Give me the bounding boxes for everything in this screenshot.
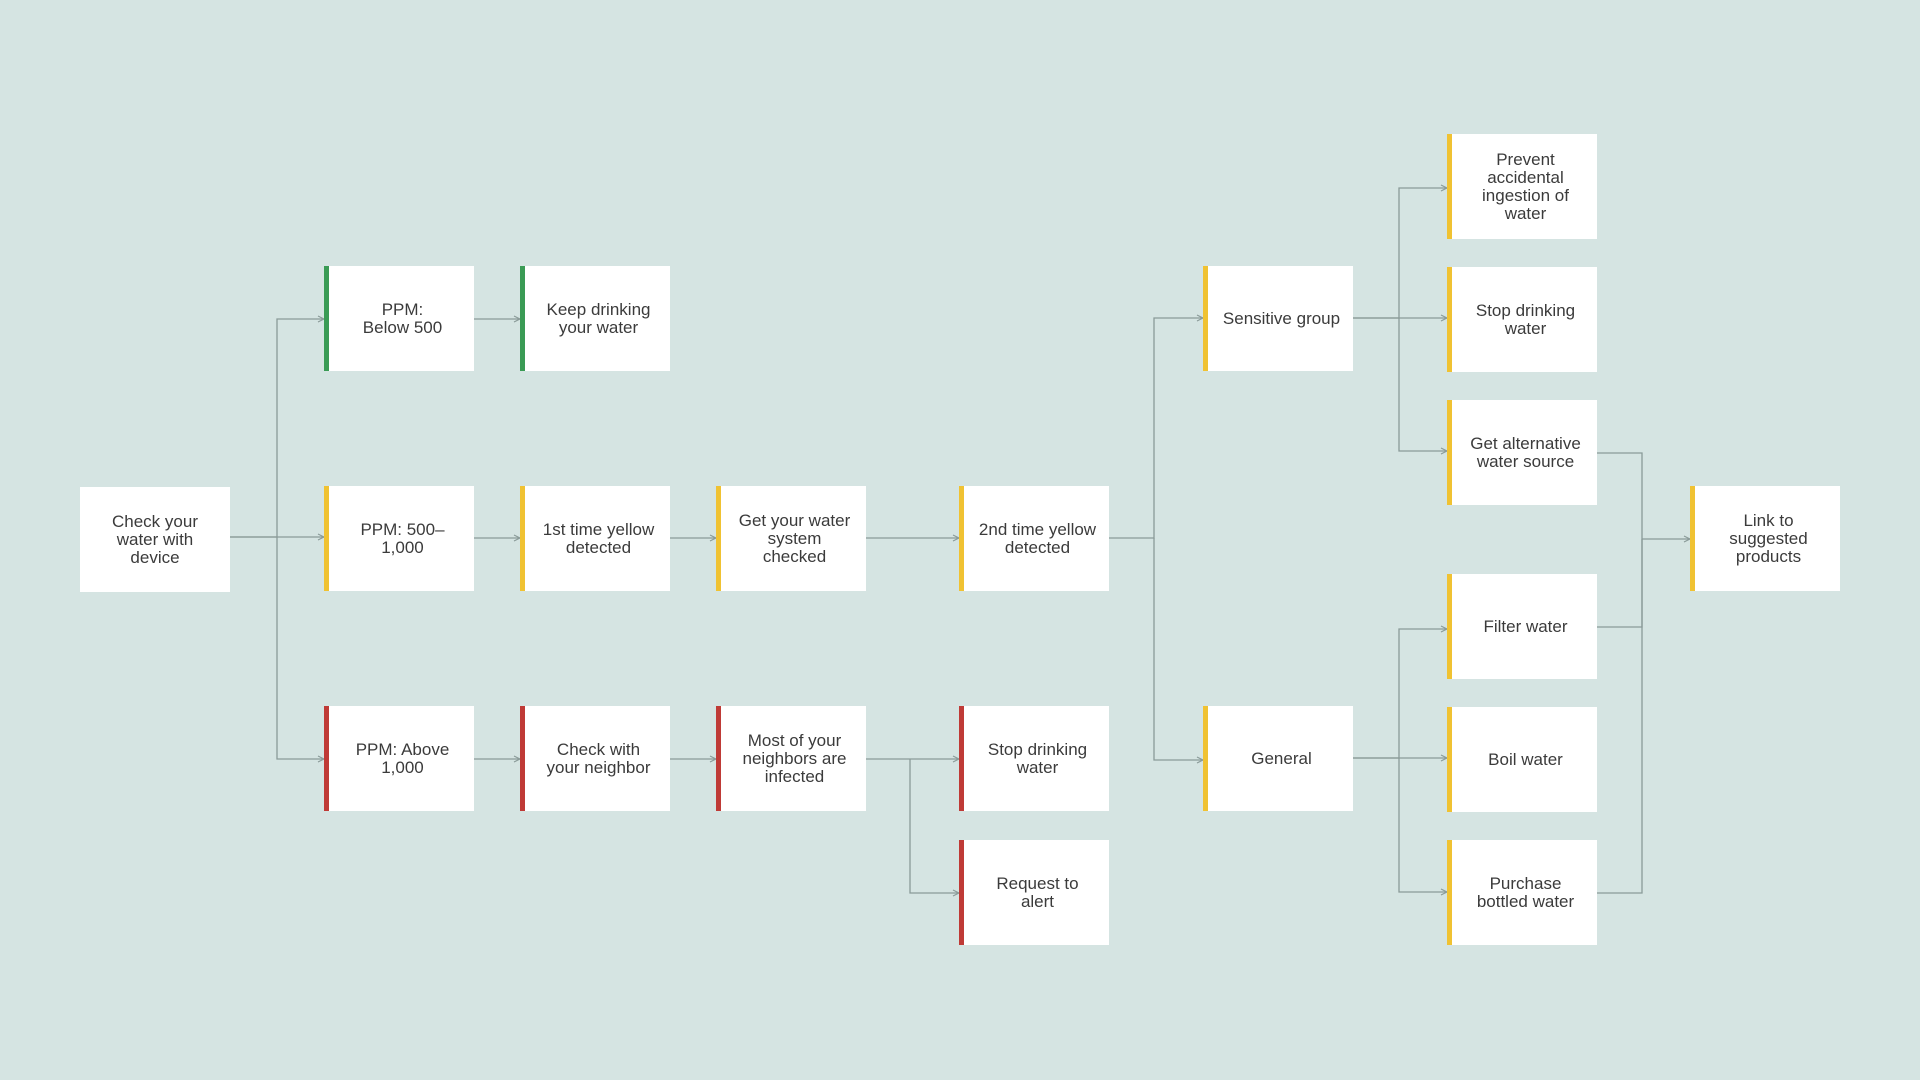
node-label: Check with your neighbor <box>546 739 651 777</box>
node-label: Stop drinking water <box>1475 300 1576 338</box>
node-label: Filter water <box>1483 616 1568 636</box>
node-ppm-above-1000: PPM: Above 1,000 <box>324 706 474 811</box>
node-label: Keep drinking your water <box>546 299 651 337</box>
node-label: PPM: 500–1,000 <box>360 519 445 557</box>
edge-second-to-general <box>1153 538 1203 760</box>
node-ppm-500-1000: PPM: 500–1,000 <box>324 486 474 591</box>
edge-alternative-to-products <box>1597 452 1643 539</box>
edge-bottled-to-products <box>1597 539 1643 894</box>
edge-general-to-bottled <box>1398 758 1447 892</box>
edge-check-to-above1000 <box>276 537 324 759</box>
node-second-yellow: 2nd time yellow detected <box>959 486 1109 591</box>
node-label: Purchase bottled water <box>1476 873 1575 911</box>
edge-sensitive-to-prevent <box>1353 188 1447 319</box>
edge-infected-to-alert <box>909 759 959 893</box>
node-neighbors-infected: Most of your neighbors are infected <box>716 706 866 811</box>
node-stop-drinking-yellow: Stop drinking water <box>1447 267 1597 372</box>
edge-sensitive-to-alternative <box>1398 318 1447 451</box>
edge-check-to-below500 <box>229 319 324 538</box>
node-first-yellow: 1st time yellow detected <box>520 486 670 591</box>
node-label: Sensitive group <box>1222 308 1341 328</box>
node-check-neighbor: Check with your neighbor <box>520 706 670 811</box>
node-boil-water: Boil water <box>1447 707 1597 812</box>
node-bottled-water: Purchase bottled water <box>1447 840 1597 945</box>
node-label: PPM: Above 1,000 <box>355 739 450 777</box>
node-label: 2nd time yellow detected <box>978 519 1097 557</box>
node-keep-drinking: Keep drinking your water <box>520 266 670 371</box>
node-label: Get alternative water source <box>1470 433 1581 471</box>
node-ppm-below-500: PPM: Below 500 <box>324 266 474 371</box>
node-label: Prevent accidental ingestion of water <box>1482 149 1569 223</box>
edge-second-to-sensitive <box>1109 318 1203 539</box>
edge-filter-to-products <box>1597 539 1643 628</box>
node-label: Check your water with device <box>112 511 198 567</box>
node-label: Get your water system checked <box>738 510 851 566</box>
node-get-checked: Get your water system checked <box>716 486 866 591</box>
node-label: Most of your neighbors are infected <box>742 730 847 786</box>
node-label: Link to suggested products <box>1729 510 1808 566</box>
node-label: Boil water <box>1488 749 1563 769</box>
node-check-device: Check your water with device <box>80 487 230 592</box>
node-filter-water: Filter water <box>1447 574 1597 679</box>
node-label: Stop drinking water <box>987 739 1088 777</box>
node-label: 1st time yellow detected <box>542 519 655 557</box>
node-prevent-ingestion: Prevent accidental ingestion of water <box>1447 134 1597 239</box>
node-label: General <box>1251 748 1312 768</box>
edge-general-to-filter <box>1353 629 1447 759</box>
node-label: PPM: Below 500 <box>362 299 443 337</box>
node-label: Request to alert <box>996 873 1079 911</box>
node-suggested-products: Link to suggested products <box>1690 486 1840 591</box>
node-stop-drinking-red: Stop drinking water <box>959 706 1109 811</box>
node-request-alert: Request to alert <box>959 840 1109 945</box>
node-general: General <box>1203 706 1353 811</box>
node-alternative-source: Get alternative water source <box>1447 400 1597 505</box>
node-sensitive-group: Sensitive group <box>1203 266 1353 371</box>
